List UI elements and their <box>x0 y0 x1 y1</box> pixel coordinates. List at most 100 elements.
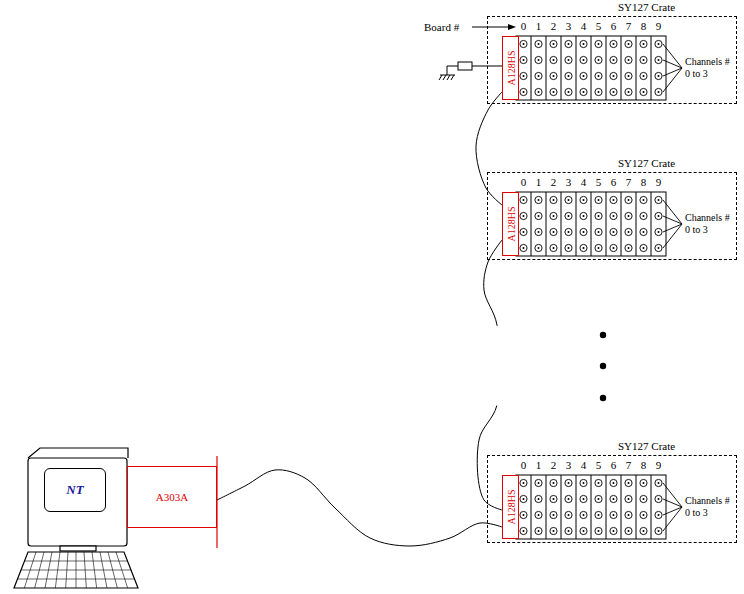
board-number: 4 <box>576 176 591 188</box>
slot-divider <box>531 36 532 100</box>
connector-pin <box>538 75 540 77</box>
connector-pin <box>553 514 555 516</box>
channel-connector <box>595 244 602 251</box>
connector-pin <box>598 514 600 516</box>
terminator-resistor <box>447 62 502 75</box>
channel-range: Channels # 0 to 3 <box>685 495 731 519</box>
slot-divider <box>636 36 637 100</box>
channel-connector <box>580 196 587 203</box>
board-number: 0 <box>516 176 531 188</box>
connector-pin <box>583 199 585 201</box>
channel-range: Channels # 0 to 3 <box>685 56 731 80</box>
crate-heading: SY127 Crate <box>618 157 675 170</box>
channel-connector <box>640 228 647 235</box>
connector-pin <box>598 247 600 249</box>
connector-pin <box>568 59 570 61</box>
connector-pin <box>658 498 660 500</box>
channel-connector <box>655 40 662 47</box>
slot-divider <box>651 36 652 100</box>
board-number: 7 <box>621 20 636 32</box>
connector-pin <box>568 91 570 93</box>
connector-pin <box>613 75 615 77</box>
channel-connector <box>625 72 632 79</box>
channel-connector <box>625 196 632 203</box>
connector-pin <box>658 199 660 201</box>
channel-connector <box>595 511 602 518</box>
key-column <box>84 552 86 588</box>
connector-pin <box>568 530 570 532</box>
channel-connector <box>595 479 602 486</box>
channel-connector <box>595 212 602 219</box>
connector-pin <box>568 199 570 201</box>
connector-pin <box>643 247 645 249</box>
connector-pin <box>628 498 630 500</box>
cable <box>477 240 502 510</box>
slot-divider <box>591 475 592 539</box>
connector-pin <box>628 514 630 516</box>
channel-leader <box>663 499 682 507</box>
channel-connector <box>550 495 557 502</box>
connector-pin <box>658 43 660 45</box>
connector-pin <box>538 514 540 516</box>
channel-connector <box>625 244 632 251</box>
key-column <box>45 552 52 588</box>
monitor-screen: NT <box>44 468 106 512</box>
slot-divider <box>561 36 562 100</box>
connector-pin <box>643 75 645 77</box>
board-number: 5 <box>591 176 606 188</box>
channel-connector <box>565 495 572 502</box>
channel-connector <box>580 495 587 502</box>
channel-connector <box>640 72 647 79</box>
channel-connector <box>655 527 662 534</box>
channel-leader <box>663 200 682 224</box>
connector-pin <box>583 498 585 500</box>
connector-pin <box>658 514 660 516</box>
channel-leader <box>663 483 682 507</box>
channel-connector <box>520 72 527 79</box>
slot-divider <box>651 475 652 539</box>
connector-pin <box>538 91 540 93</box>
channel-connector <box>610 228 617 235</box>
channel-connector <box>565 88 572 95</box>
channel-connector <box>640 40 647 47</box>
channel-connector <box>655 212 662 219</box>
board-number: 3 <box>561 176 576 188</box>
connector-pin <box>628 43 630 45</box>
connector-pin <box>613 482 615 484</box>
connector-pin <box>613 530 615 532</box>
connector-pin <box>658 91 660 93</box>
connector-pin <box>553 247 555 249</box>
node-label: A303A <box>156 491 188 503</box>
channel-connector <box>520 527 527 534</box>
connector-pin <box>628 247 630 249</box>
board-number: 5 <box>591 20 606 32</box>
channel-connector <box>640 479 647 486</box>
slot-divider <box>546 475 547 539</box>
channel-connector <box>655 56 662 63</box>
connector-pin <box>598 530 600 532</box>
connector-pin <box>613 514 615 516</box>
connector-pin <box>598 59 600 61</box>
connector-pin <box>523 247 525 249</box>
cable <box>476 92 502 205</box>
channel-connector <box>535 196 542 203</box>
connector-pin <box>553 91 555 93</box>
connector-pin <box>568 247 570 249</box>
channel-connector <box>610 196 617 203</box>
slot-divider <box>546 36 547 100</box>
channel-connector <box>640 56 647 63</box>
channel-connector <box>535 511 542 518</box>
key-column <box>92 552 97 588</box>
connector-pin <box>658 530 660 532</box>
slot-divider <box>531 475 532 539</box>
connector-pin <box>523 215 525 217</box>
connector-pin <box>568 215 570 217</box>
connector-pin <box>538 498 540 500</box>
channel-connector <box>565 479 572 486</box>
slot-frame <box>516 475 666 539</box>
connector-pin <box>643 43 645 45</box>
channel-connector <box>565 212 572 219</box>
connector-pin <box>613 231 615 233</box>
connector-pin <box>538 215 540 217</box>
connector-pin <box>598 75 600 77</box>
